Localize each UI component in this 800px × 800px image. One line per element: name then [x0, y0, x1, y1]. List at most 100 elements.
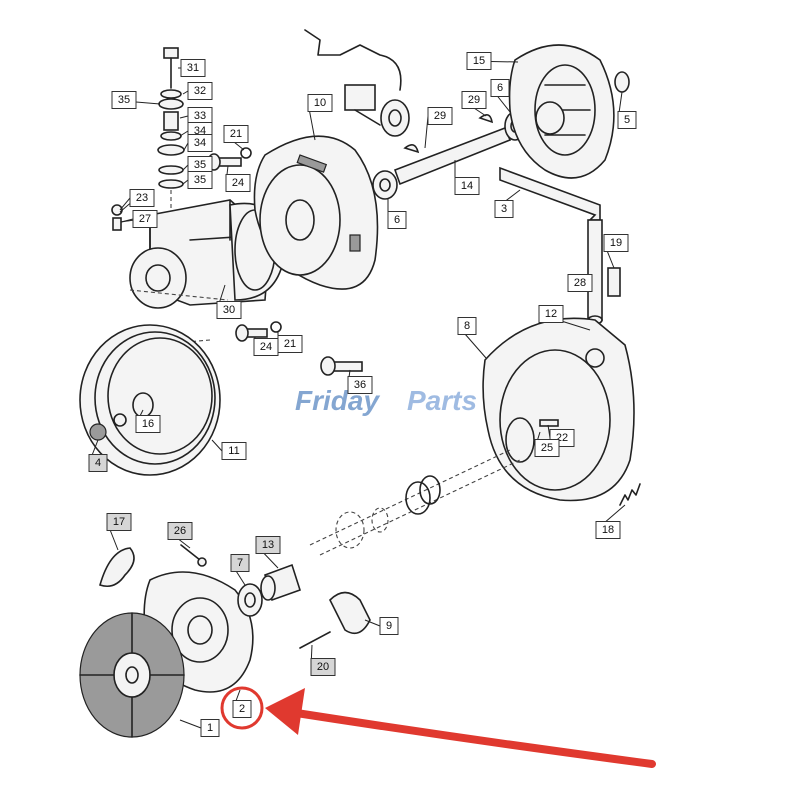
callout-leader: [179, 719, 202, 729]
rear-cover: [508, 44, 630, 179]
callout-box: [187, 134, 213, 152]
callout-number: 25: [541, 442, 553, 454]
callout-29: 29: [461, 91, 487, 117]
highlight-annotation: [220, 686, 656, 768]
highlight-arrow-head: [265, 688, 305, 735]
callout-box: [466, 52, 492, 70]
callout-box: [180, 59, 206, 77]
callout-number: 28: [574, 277, 586, 289]
callout-14: 14: [454, 160, 480, 195]
callout-number: 27: [139, 213, 151, 225]
callout-number: 17: [113, 516, 125, 528]
callout-35: 35: [111, 91, 161, 109]
callout-box: [379, 617, 399, 635]
callout-box: [427, 107, 453, 125]
callout-24: 24: [225, 165, 251, 192]
callout-leader: [182, 90, 189, 95]
callout-number: 7: [237, 557, 243, 569]
callout-number: 3: [501, 203, 507, 215]
callout-leader: [183, 142, 189, 151]
callout-15: 15: [466, 52, 519, 70]
callout-box: [277, 335, 303, 353]
callout-box: [187, 171, 213, 189]
callout-leader: [182, 164, 189, 171]
callout-number: 19: [610, 237, 622, 249]
callout-box: [88, 454, 108, 472]
callout-number: 5: [624, 114, 630, 126]
callout-number: 8: [464, 320, 470, 332]
callout-box: [187, 82, 213, 100]
callout-number: 29: [434, 110, 446, 122]
bolt-36: [320, 356, 363, 376]
callout-number: 16: [142, 418, 154, 430]
bolt-stack: [157, 47, 185, 215]
callout-box: [106, 513, 132, 531]
callout-number: 26: [174, 525, 186, 537]
callout-1: 1: [179, 719, 220, 737]
callout-21: 21: [277, 332, 303, 353]
callout-number: 33: [194, 110, 206, 122]
callout-box: [347, 376, 373, 394]
cover-plate: [253, 135, 379, 290]
release-sleeve: [260, 563, 301, 602]
callout-box: [534, 439, 560, 457]
bell-housing: [482, 317, 635, 502]
callout-box: [225, 174, 251, 192]
callout-30: 30: [216, 284, 242, 319]
callout-number: 21: [230, 128, 242, 140]
watermark-text-b: Parts: [407, 385, 477, 416]
callout-number: 13: [262, 539, 274, 551]
callout-number: 20: [317, 661, 329, 673]
callout-box: [223, 125, 249, 143]
callout-leader: [119, 197, 131, 211]
callout-box: [230, 554, 250, 572]
callout-box: [255, 536, 281, 554]
callout-leader: [211, 439, 223, 452]
callout-number: 10: [314, 97, 326, 109]
callout-box: [221, 442, 247, 460]
callout-box: [454, 177, 480, 195]
callout-19: 19: [603, 234, 629, 269]
highlight-circle: [220, 686, 264, 730]
callout-number: 31: [187, 62, 199, 74]
callout-box: [135, 415, 161, 433]
callout-number: 29: [468, 94, 480, 106]
callout-6: 6: [387, 198, 407, 229]
callout-number: 1: [207, 722, 213, 734]
callout-number: 12: [545, 308, 557, 320]
callout-leader: [179, 115, 189, 119]
watermark-logo: Friday Parts: [295, 385, 477, 416]
callout-box: [216, 301, 242, 319]
callout-12: 12: [538, 305, 591, 331]
callout-27: 27: [120, 210, 158, 228]
callout-2: 2: [232, 689, 252, 718]
callout-35: 35: [182, 171, 213, 189]
callout-18: 18: [595, 504, 626, 539]
callout-34: 34: [183, 134, 213, 152]
callout-35: 35: [182, 156, 213, 174]
callout-number: 32: [194, 85, 206, 97]
pulley: [79, 324, 221, 476]
callout-number: 6: [394, 214, 400, 226]
callout-21: 21: [223, 125, 249, 151]
callout-leader: [120, 218, 134, 223]
pin-19: [607, 267, 621, 297]
callout-box: [538, 305, 564, 323]
exploded-shaft-dashed: [309, 449, 521, 556]
callout-number: 30: [223, 304, 235, 316]
callout-number: 14: [461, 180, 473, 192]
callout-32: 32: [182, 82, 213, 100]
callout-29: 29: [424, 107, 453, 149]
callout-box: [200, 719, 220, 737]
callout-number: 35: [118, 94, 130, 106]
release-bearing: [237, 583, 263, 617]
callout-box: [129, 189, 155, 207]
callout-11: 11: [211, 439, 247, 460]
callout-number: 24: [232, 177, 244, 189]
callout-group: 3132353334343535212423271029296155146330…: [88, 52, 637, 737]
callout-number: 9: [386, 620, 392, 632]
callout-24: 24: [253, 336, 279, 356]
callout-number: 23: [136, 192, 148, 204]
callout-leader: [179, 130, 189, 137]
